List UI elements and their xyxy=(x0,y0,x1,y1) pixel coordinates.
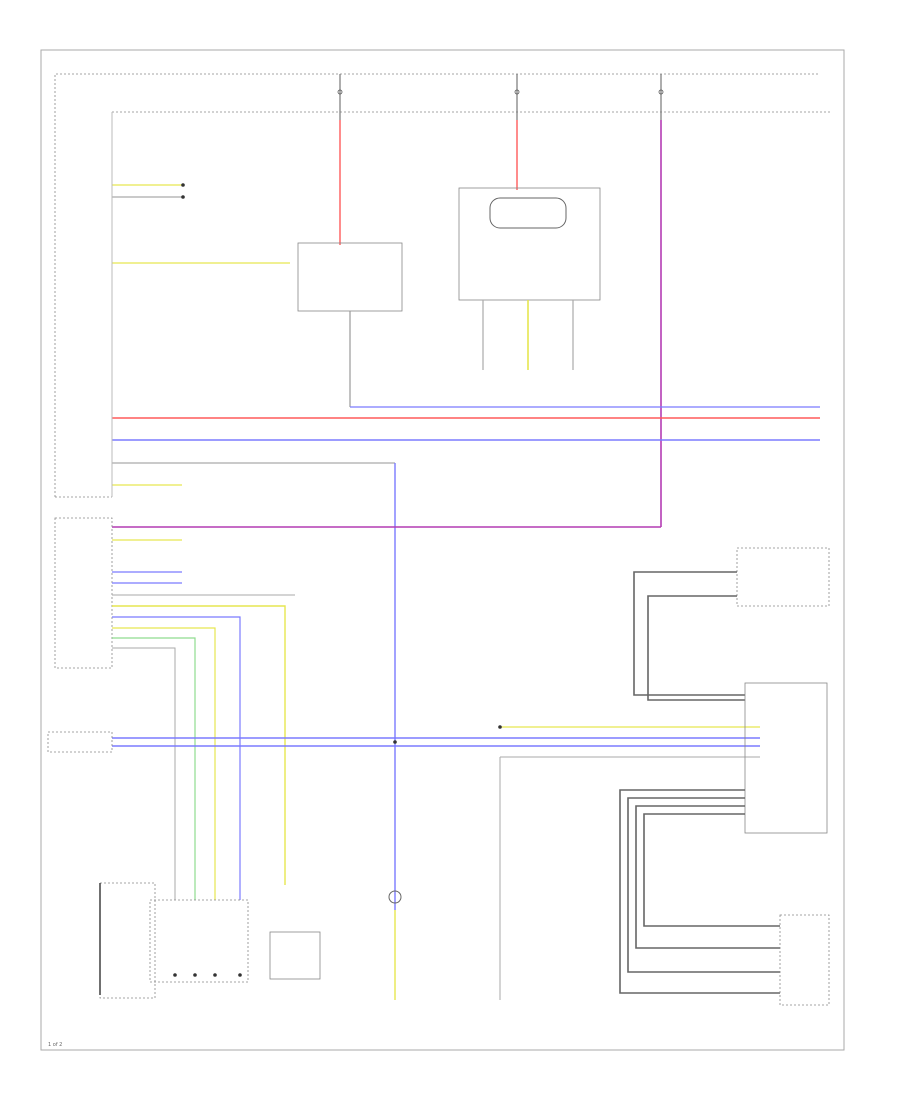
control-unit-box-right xyxy=(744,682,828,834)
instrument-connector xyxy=(489,197,567,229)
right-gray-wires-lower xyxy=(619,789,780,994)
left-can-connector-outline xyxy=(47,731,113,753)
park-brake-switch-outline xyxy=(99,882,156,999)
transmission-range-sensor-outline xyxy=(269,931,321,980)
lower-connector-box xyxy=(149,899,249,983)
left-upper-connectors xyxy=(112,183,290,264)
power-distribution-outline xyxy=(54,73,830,498)
diagram-frame xyxy=(40,49,845,1051)
fuse-drop-middle xyxy=(514,74,520,190)
switch-box-lower-right xyxy=(779,914,830,1006)
shifter-module-outline xyxy=(54,517,113,669)
can-bus-lines xyxy=(112,725,760,758)
fuse-drop-right xyxy=(658,74,664,527)
instrument-cluster-box xyxy=(458,187,601,301)
speed-sensor-symbol xyxy=(388,890,402,904)
right-gray-wires-upper xyxy=(633,571,745,701)
main-harness xyxy=(112,417,820,910)
fuse-drop-left xyxy=(337,74,343,245)
page-number: 1 of 2 xyxy=(48,1042,62,1048)
central-module-box xyxy=(297,242,403,312)
shifter-wires xyxy=(112,539,295,900)
relay-box-upper-right xyxy=(736,547,830,607)
